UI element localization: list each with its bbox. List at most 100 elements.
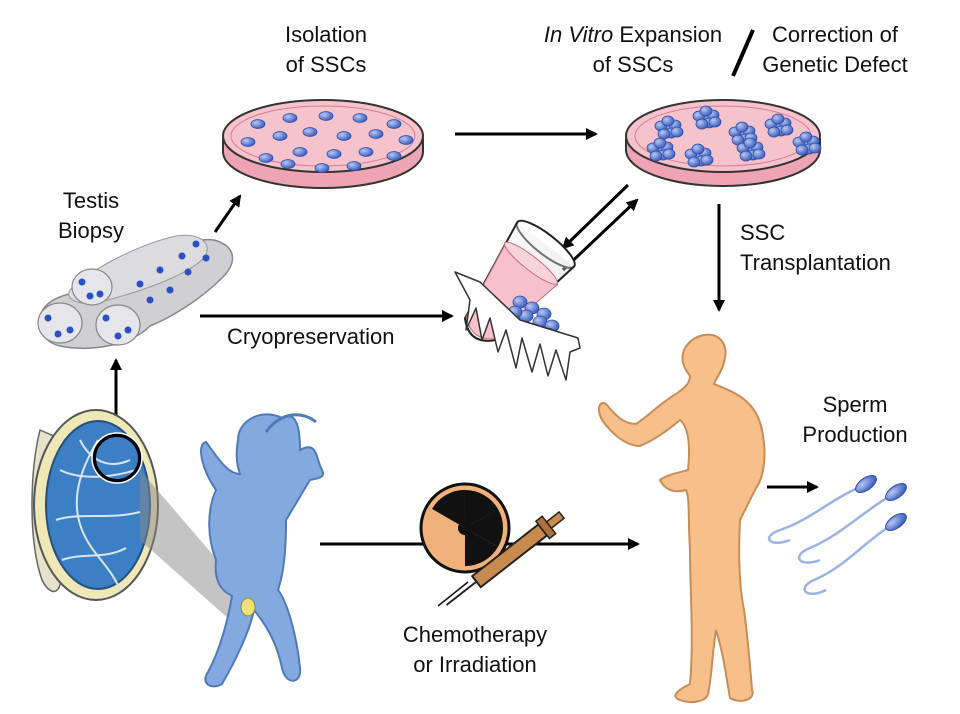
cell: [398, 135, 414, 145]
cell: [739, 150, 753, 162]
cell: [700, 154, 714, 166]
sperm-head-3: [885, 513, 907, 531]
cell: [662, 148, 676, 160]
label-isolation-line2: of SSCs: [285, 52, 367, 77]
expansion-petri-dish: [625, 99, 822, 187]
label-correction-line1: Correction of: [772, 22, 898, 47]
label-testis-line2: Biopsy: [57, 218, 125, 243]
cell: [661, 115, 675, 127]
cell: [96, 290, 104, 298]
label-cryopreservation: Cryopreservation: [227, 322, 395, 352]
label-expansion-line2: of SSCs: [592, 52, 674, 77]
cell: [346, 161, 362, 171]
cell: [336, 131, 352, 141]
cell: [282, 113, 298, 123]
cell: [653, 137, 667, 149]
arrow-biopsy-to-isolation: [213, 194, 242, 233]
cell: [808, 142, 822, 154]
cell: [670, 126, 684, 138]
sperm-head-2: [885, 483, 907, 501]
cell: [699, 105, 713, 117]
slash-divider: [731, 29, 755, 77]
cell: [78, 278, 86, 286]
ice-frost: [454, 271, 581, 381]
cell: [272, 131, 288, 141]
label-cryopreservation-text: Cryopreservation: [227, 324, 395, 349]
cell: [114, 332, 122, 340]
label-sperm-line1: Sperm: [822, 392, 888, 417]
label-ssc-line1: SSC: [740, 220, 786, 245]
cell: [386, 119, 402, 129]
cell: [752, 148, 766, 160]
cell: [66, 326, 74, 334]
cell: [767, 126, 781, 138]
cell: [302, 127, 318, 137]
arrow-dish-to-tube: [561, 183, 630, 250]
cell: [86, 292, 94, 300]
cell: [799, 131, 813, 143]
sperm-cells: [767, 475, 907, 596]
cell: [258, 153, 274, 163]
cell: [44, 314, 52, 322]
biopsy-cells: [44, 240, 210, 340]
boy-silhouette: [200, 413, 324, 688]
cell: [326, 149, 342, 159]
cell: [314, 163, 330, 173]
chemo-pointer-line: [437, 581, 469, 607]
chemotherapy-radiation-symbol: [419, 482, 511, 574]
cell: [795, 144, 809, 156]
label-in-vitro-italic: In Vitro: [543, 22, 614, 47]
cell: [386, 151, 402, 161]
cell: [292, 147, 308, 157]
label-expansion-word: Expansion: [613, 22, 723, 47]
label-ssc-transplantation: SSC Transplantation: [740, 218, 891, 278]
biopsy-site-circle: [92, 433, 142, 483]
isolated-cells: [240, 111, 414, 173]
label-isolation-line1: Isolation: [285, 22, 367, 47]
isolation-petri-dish: [222, 99, 424, 189]
cell: [178, 252, 186, 260]
label-in-vitro-expansion: In Vitro Expansion of SSCs: [528, 20, 738, 80]
cell: [250, 119, 266, 129]
label-chemo-line1: Chemotherapy: [402, 622, 548, 647]
testis-biopsy-tissue: [37, 234, 234, 349]
cell: [184, 268, 192, 276]
expanded-cell-clusters: [646, 105, 822, 168]
cell: [156, 266, 164, 274]
label-chemo-line2: or Irradiation: [413, 652, 537, 677]
cell: [708, 116, 722, 128]
label-ssc-line2: Transplantation: [740, 250, 891, 275]
sperm-head-1: [855, 475, 877, 493]
label-testis-biopsy: Testis Biopsy: [46, 186, 136, 246]
label-sperm-production: Sperm Production: [790, 390, 920, 450]
label-isolation-of-sscs: Isolation of SSCs: [256, 20, 396, 80]
cell: [124, 326, 132, 334]
label-chemotherapy-or-irradiation: Chemotherapy or Irradiation: [380, 620, 570, 680]
cell: [358, 147, 374, 157]
cell: [136, 280, 144, 288]
syringe: [445, 510, 566, 606]
cell: [280, 159, 296, 169]
arrow-tube-to-dish: [561, 198, 639, 272]
adult-man-silhouette: [598, 333, 766, 703]
cell: [657, 128, 671, 140]
label-correction-of-genetic-defect: Correction of Genetic Defect: [750, 20, 920, 80]
cell: [687, 156, 701, 168]
cell: [192, 240, 200, 248]
cell: [691, 143, 705, 155]
cell: [771, 113, 785, 125]
cell: [166, 286, 174, 294]
cell: [54, 330, 62, 338]
cell: [695, 118, 709, 130]
cell: [318, 111, 334, 121]
cell: [780, 124, 794, 136]
label-sperm-line2: Production: [802, 422, 908, 447]
label-correction-line2: Genetic Defect: [762, 52, 908, 77]
cell: [649, 150, 663, 162]
cell: [240, 137, 256, 147]
cell: [735, 121, 749, 133]
cell: [352, 113, 368, 123]
cell: [146, 296, 154, 304]
cell: [743, 137, 757, 149]
